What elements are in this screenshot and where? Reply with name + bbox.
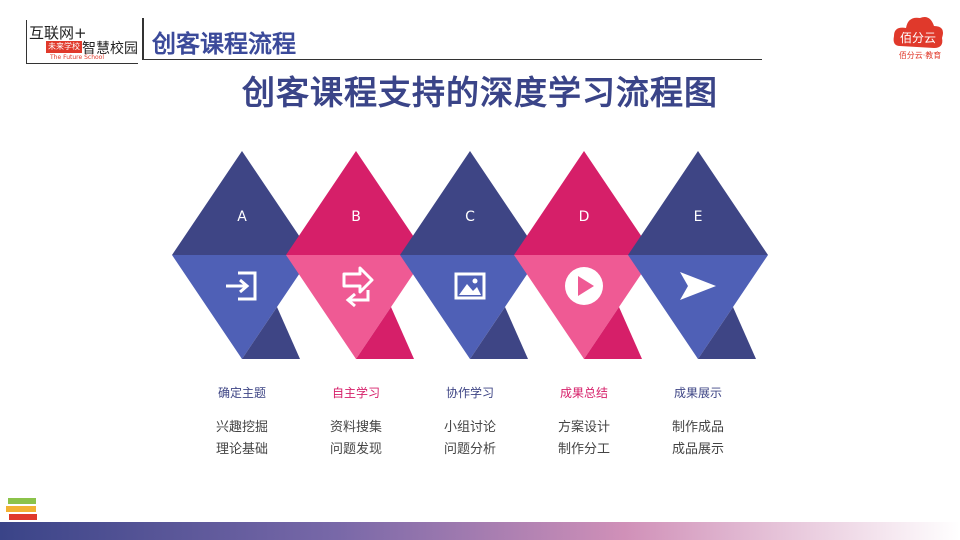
stage-foot-triangle bbox=[698, 307, 756, 359]
logo-line2: 智慧校园 bbox=[82, 41, 138, 57]
stage-shape: B bbox=[286, 151, 426, 359]
stage-top-triangle bbox=[172, 151, 312, 255]
stage-mid-triangle bbox=[514, 255, 654, 359]
svg-text:佰分云: 佰分云 bbox=[900, 31, 936, 45]
stage-item: 资料搜集 bbox=[329, 420, 382, 435]
logo-line1: 互联网+ bbox=[29, 24, 87, 42]
stage-top-triangle bbox=[514, 151, 654, 255]
section-title: 创客课程流程 bbox=[152, 30, 296, 58]
stage-label: 协作学习 bbox=[445, 386, 494, 400]
stage-item: 问题发现 bbox=[329, 442, 382, 457]
play-icon bbox=[565, 267, 603, 305]
stage-item: 制作分工 bbox=[557, 442, 610, 457]
stage-shape: A bbox=[172, 151, 312, 359]
header-divider bbox=[142, 18, 144, 60]
logo-frame bbox=[26, 20, 138, 64]
stage-shape: D bbox=[514, 151, 654, 359]
logo-tag: 未来学校 bbox=[46, 41, 82, 53]
stage-foot-triangle bbox=[584, 307, 642, 359]
brand-name: 佰分云·教育 bbox=[898, 51, 942, 60]
brand-logo-icon: 佰分云 bbox=[893, 17, 943, 48]
stage-label: 成果展示 bbox=[673, 386, 722, 400]
stage-top-triangle bbox=[286, 151, 426, 255]
page-title: 创客课程支持的深度学习流程图 bbox=[242, 73, 718, 112]
logo-english: The Future School bbox=[50, 54, 104, 61]
stage-label: 成果总结 bbox=[559, 386, 608, 400]
stage-item: 问题分析 bbox=[443, 442, 496, 457]
send-icon bbox=[680, 272, 716, 300]
stage-item: 理论基础 bbox=[215, 442, 268, 457]
stage-foot-triangle bbox=[470, 307, 528, 359]
stage-items: 资料搜集问题发现 bbox=[301, 417, 411, 461]
stage-item: 兴趣挖掘 bbox=[215, 420, 268, 435]
stage-mid-triangle bbox=[286, 255, 426, 359]
stage-letter: B bbox=[351, 209, 361, 225]
stage-foot-triangle bbox=[356, 307, 414, 359]
stage-label: 自主学习 bbox=[331, 386, 380, 400]
stage-item: 制作成品 bbox=[671, 420, 724, 435]
stage-top-triangle bbox=[628, 151, 768, 255]
stage-letter: D bbox=[579, 209, 590, 225]
stage-mid-triangle bbox=[172, 255, 312, 359]
stage-items: 方案设计制作分工 bbox=[529, 417, 639, 461]
exchange-icon bbox=[342, 266, 374, 308]
login-icon bbox=[226, 271, 257, 301]
stage-shape: C bbox=[400, 151, 540, 359]
stage-items: 兴趣挖掘理论基础 bbox=[187, 417, 297, 461]
stage-letter: E bbox=[694, 209, 703, 225]
stage-item: 方案设计 bbox=[557, 420, 610, 435]
stage-mid-triangle bbox=[400, 255, 540, 359]
stage-items: 制作成品成品展示 bbox=[643, 417, 753, 461]
header-rule bbox=[144, 59, 762, 60]
stage-items: 小组讨论问题分析 bbox=[415, 417, 525, 461]
footer-band bbox=[0, 522, 960, 540]
stage-label: 确定主题 bbox=[217, 386, 266, 400]
stage-shape: E bbox=[628, 151, 768, 359]
stage-top-triangle bbox=[400, 151, 540, 255]
stage-item: 成品展示 bbox=[671, 442, 724, 457]
image-icon bbox=[454, 272, 486, 300]
stage-letter: C bbox=[465, 209, 475, 225]
stage-foot-triangle bbox=[242, 307, 300, 359]
stage-item: 小组讨论 bbox=[443, 420, 496, 435]
stage-mid-triangle bbox=[628, 255, 768, 359]
stage-letter: A bbox=[237, 209, 247, 225]
